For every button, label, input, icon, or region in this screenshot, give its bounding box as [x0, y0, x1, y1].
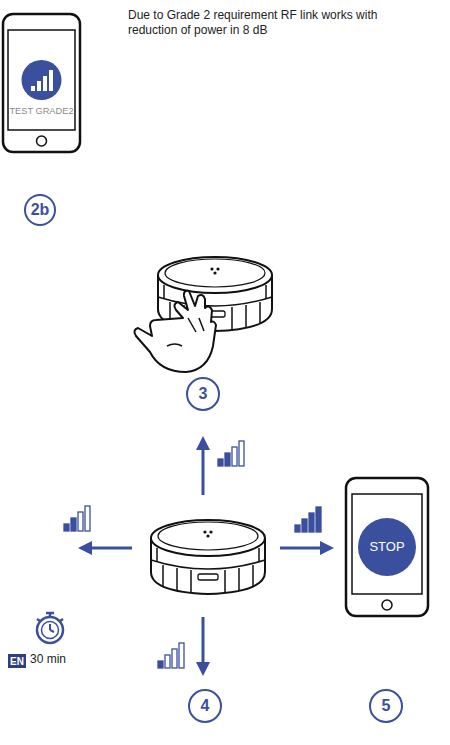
stop-button: STOP — [358, 518, 416, 576]
signal-bar — [302, 519, 307, 532]
signal-bar — [218, 459, 223, 466]
signal-bar — [64, 524, 69, 531]
node-text: STOP — [369, 540, 404, 554]
signal-bar — [165, 655, 170, 668]
signal-bar — [295, 525, 300, 532]
signal-bar — [85, 506, 90, 531]
signal-bar — [172, 649, 177, 668]
callout-number: 2b — [31, 201, 50, 219]
node-text: TEST GRADE2 — [9, 106, 73, 116]
phone-screen: TEST GRADE2 — [8, 30, 75, 130]
callout-number: 3 — [199, 385, 208, 403]
signal-bar — [179, 643, 184, 668]
signal-bar — [309, 513, 314, 532]
signal-bar — [239, 441, 244, 466]
signal-bar — [316, 507, 321, 532]
language-badge: EN — [8, 654, 26, 668]
callout-number: 5 — [382, 697, 391, 715]
callout-number: 4 — [201, 697, 210, 715]
node-text: EN — [10, 656, 24, 667]
signal-bar — [71, 518, 76, 531]
signal-bar — [232, 447, 237, 466]
signal-bar — [78, 512, 83, 531]
note-text: Due to Grade 2 requirement RF link works… — [128, 8, 398, 38]
signal-bar — [158, 661, 163, 668]
duration-text: 30 min — [30, 653, 66, 667]
signal-bar — [225, 453, 230, 466]
